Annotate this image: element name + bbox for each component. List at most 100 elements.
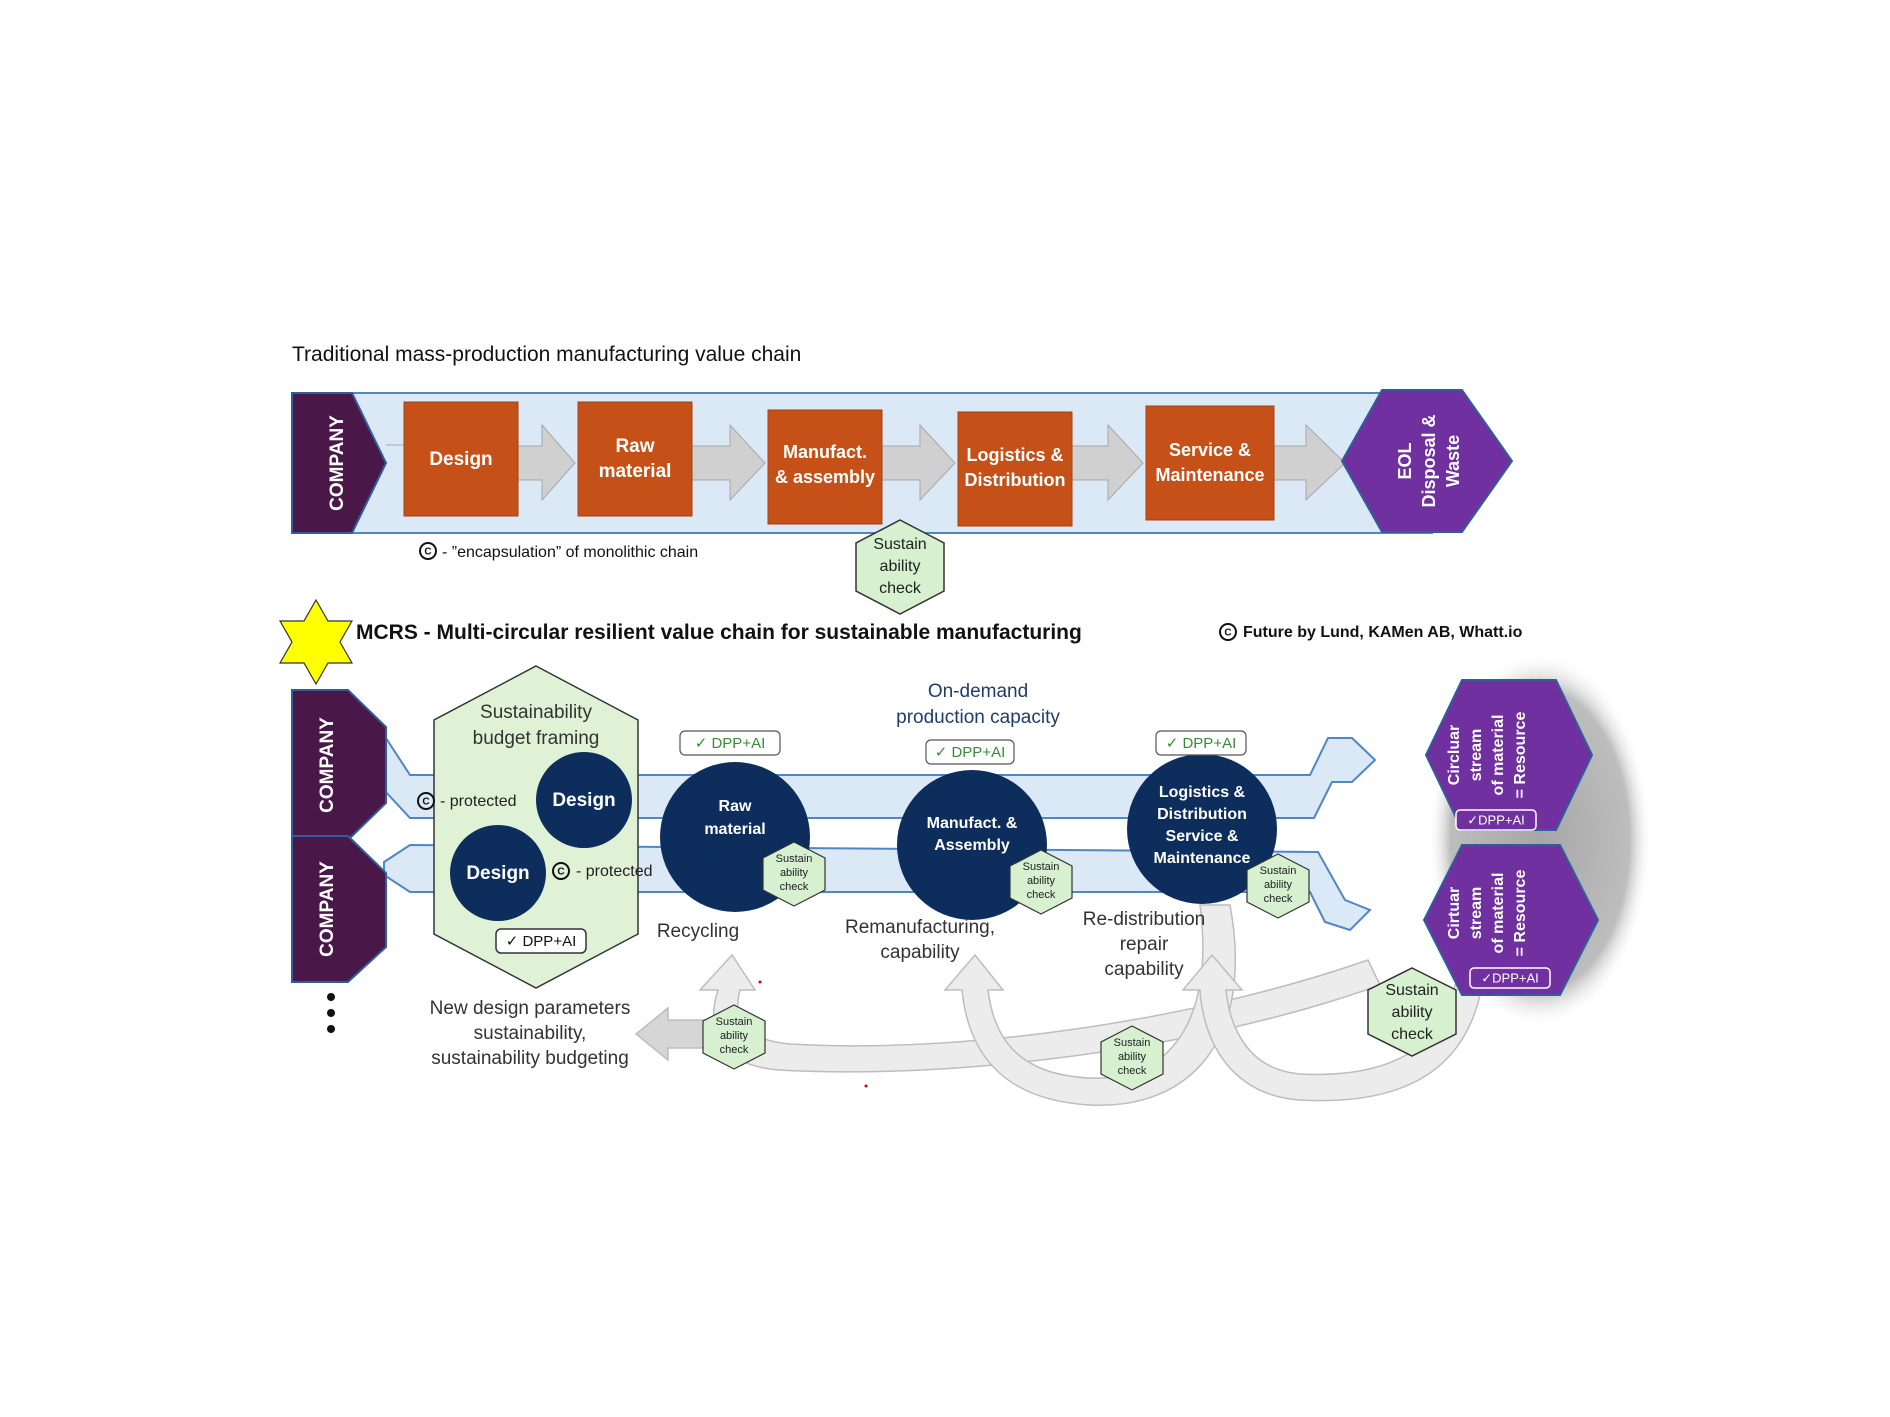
arrow-to-new-design	[634, 1006, 711, 1062]
check-hex-reman-return: Sustain ability check	[1100, 1025, 1164, 1091]
circular-stream-top: Circluar stream of material = Resource ✓…	[1424, 679, 1594, 831]
check-manuf-line2: ability	[1027, 875, 1056, 887]
copyright-credit-text: Future by Lund, KAMen AB, Whatt.io	[1243, 624, 1523, 641]
red-mark	[864, 1084, 868, 1088]
stage-service-line1: Service &	[1169, 440, 1251, 460]
circ-top-line3: of material	[1490, 715, 1507, 796]
encapsulation-text: - ”encapsulation” of monolithic chain	[442, 544, 698, 561]
budget-line1: Sustainability	[480, 702, 592, 723]
new-design-line2: sustainability,	[474, 1023, 587, 1044]
mcrs-company-bottom-label: COMPANY	[317, 861, 338, 957]
check-line2: ability	[880, 558, 921, 575]
mcrs-title: MCRS - Multi-circular resilient value ch…	[356, 621, 1082, 644]
copyright-icon	[417, 792, 435, 810]
design-circle-bottom: Design	[450, 825, 546, 921]
traditional-flow-arrows	[386, 423, 1346, 502]
check-hex-design-return: Sustain ability check	[702, 1004, 766, 1070]
copyright-credit: C Future by Lund, KAMen AB, Whatt.io	[1219, 623, 1523, 641]
design-bottom-label: Design	[466, 863, 529, 884]
stage-design: Design	[403, 401, 519, 517]
eol-disposal-waste: EOL Disposal & Waste	[1340, 389, 1514, 533]
logistics-line1: Logistics &	[1159, 784, 1246, 801]
return-arrow-recycling	[698, 953, 1382, 1073]
resource-sustainability-check: Sustain ability check	[1367, 967, 1457, 1057]
return-arrow-redistribution	[1181, 953, 1481, 1102]
copyright-icon	[1219, 623, 1237, 641]
traditional-sustainability-check: Sustain ability check	[855, 519, 945, 615]
logistics-line2: Distribution	[1157, 806, 1247, 823]
stage-logistics: Logistics & Distribution	[957, 411, 1073, 527]
circ-bottom-line1: Cirtuar	[1446, 887, 1463, 939]
dpp-budget-label: ✓ DPP+AI	[506, 933, 577, 950]
mcrs-title-rest: - Multi-circular resilient value chain f…	[418, 621, 1082, 644]
protected-top-label: - protected	[440, 793, 516, 810]
protected-note-top: C - protected	[417, 792, 516, 810]
circ-bottom-line3: of material	[1490, 873, 1507, 954]
stage-manufacture-line2: & assembly	[775, 467, 875, 487]
dot	[327, 1009, 335, 1017]
big-check-line2: ability	[1392, 1004, 1433, 1021]
traditional-company-chevron: COMPANY	[291, 392, 388, 534]
raw-line1: Raw	[719, 798, 752, 815]
mcrs-company-top-label: COMPANY	[317, 717, 338, 813]
dpp-badge-budget	[495, 928, 587, 954]
dot	[327, 1025, 335, 1033]
protected-bottom-label: - protected	[576, 863, 652, 880]
check-design-line3: check	[720, 1044, 749, 1056]
stage-manufacture: Manufact. & assembly	[767, 409, 883, 525]
flow-arrow	[1271, 423, 1346, 502]
circ-bottom-line2: stream	[1468, 887, 1485, 939]
redist-line2: repair	[1120, 934, 1169, 955]
more-companies-dots	[327, 993, 335, 1033]
circular-stream-bottom: Cirtuar stream of material = Resource ✓D…	[1422, 844, 1600, 996]
reman-line1: Remanufacturing,	[845, 917, 995, 938]
copyright-icon-letter: C	[422, 797, 429, 808]
eol-line3: Waste	[1443, 435, 1463, 487]
stage-raw-line1: Raw	[615, 436, 654, 457]
logistics-line3: Service &	[1166, 828, 1239, 845]
check-hex-raw: Sustain ability check	[762, 841, 826, 907]
check-logistics-line2: ability	[1264, 879, 1293, 891]
node-logistics-service: Logistics & Distribution Service & Maint…	[1127, 754, 1277, 904]
stage-logistics-line1: Logistics &	[966, 445, 1063, 465]
check-manuf-line3: check	[1027, 889, 1056, 901]
mcrs-company-top: COMPANY	[291, 689, 387, 841]
copyright-icon-letter: C	[557, 867, 564, 878]
manuf-line2: Assembly	[934, 837, 1010, 854]
flow-arrow	[691, 423, 766, 502]
dpp-badge-raw: ✓ DPP+AI	[679, 730, 781, 756]
check-raw-line2: ability	[780, 867, 809, 879]
dpp-badge-circ-bottom	[1469, 967, 1551, 989]
dpp-raw-label: ✓ DPP+AI	[695, 735, 766, 752]
check-manuf-line1: Sustain	[1023, 861, 1060, 873]
stage-service-line2: Maintenance	[1155, 465, 1264, 485]
on-demand-line1: On-demand	[928, 681, 1028, 702]
star-icon	[278, 598, 354, 686]
dpp-badge-logistics: ✓ DPP+AI	[1155, 730, 1247, 756]
check-logistics-line1: Sustain	[1260, 865, 1297, 877]
dot	[327, 993, 335, 1001]
check-design-line1: Sustain	[716, 1016, 753, 1028]
check-raw-line1: Sustain	[776, 853, 813, 865]
redist-line3: capability	[1104, 959, 1184, 980]
redist-line1: Re-distribution	[1083, 909, 1206, 930]
reman-line2: capability	[880, 942, 960, 963]
recycling-label: Recycling	[657, 921, 739, 942]
circ-top-line1: Circluar	[1446, 725, 1463, 785]
circ-top-line4: = Resource	[1512, 712, 1529, 799]
new-design-line1: New design parameters	[430, 998, 631, 1019]
check-reman-line3: check	[1118, 1065, 1147, 1077]
encapsulation-note: C - ”encapsulation” of monolithic chain	[419, 542, 698, 561]
check-line3: check	[879, 580, 922, 597]
mcrs-title-bold: MCRS	[356, 621, 418, 644]
circ-top-line2: stream	[1468, 729, 1485, 781]
traditional-company-label: COMPANY	[327, 415, 348, 511]
stage-manufacture-line1: Manufact.	[783, 442, 867, 462]
design-top-label: Design	[552, 790, 615, 811]
stage-raw-line2: material	[599, 461, 672, 482]
big-check-line1: Sustain	[1385, 982, 1438, 999]
stage-design-label: Design	[429, 449, 492, 470]
manuf-line1: Manufact. &	[927, 815, 1018, 832]
copyright-icon	[552, 862, 570, 880]
